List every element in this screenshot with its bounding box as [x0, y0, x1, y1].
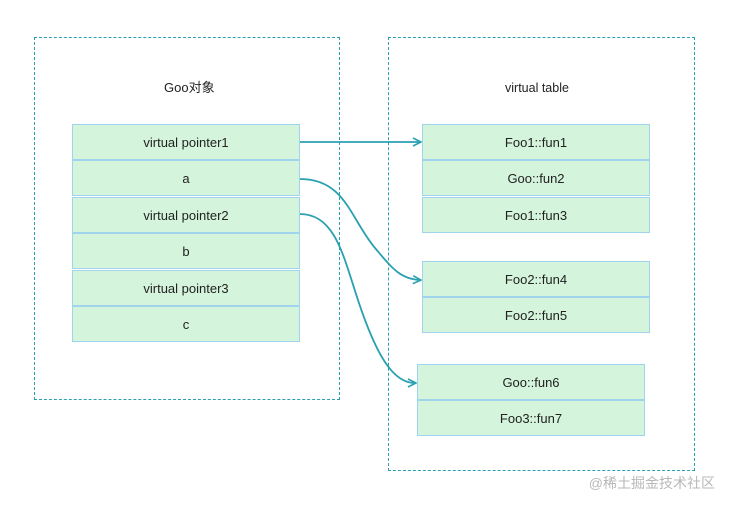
object-field-vpointer3: virtual pointer3 [72, 270, 300, 306]
object-field-stack: virtual pointer1 a virtual pointer2 b vi… [72, 124, 300, 343]
vtable-3: Goo::fun6 Foo3::fun7 [417, 364, 645, 437]
object-field-b: b [72, 233, 300, 269]
watermark: @稀土掘金技术社区 [588, 475, 715, 491]
vtable-entry: Foo1::fun1 [422, 124, 650, 160]
vtable-title: virtual table [505, 81, 569, 95]
vtable-frame [388, 37, 695, 471]
object-field-vpointer2: virtual pointer2 [72, 197, 300, 233]
vtable-entry: Goo::fun6 [417, 364, 645, 400]
vtable-entry: Foo2::fun5 [422, 297, 650, 333]
object-field-c: c [72, 306, 300, 342]
object-title: Goo对象 [164, 80, 215, 95]
pointer-arrow-vpointer2 [299, 213, 415, 383]
vtable-entry: Foo1::fun3 [422, 197, 650, 233]
pointer-arrow-a [299, 178, 420, 280]
vtable-1: Foo1::fun1 Goo::fun2 Foo1::fun3 [422, 124, 650, 233]
vtable-2: Foo2::fun4 Foo2::fun5 [422, 261, 650, 334]
vtable-entry: Foo3::fun7 [417, 400, 645, 436]
vtable-entry: Foo2::fun4 [422, 261, 650, 297]
object-frame [34, 37, 340, 400]
vtable-entry: Goo::fun2 [422, 160, 650, 196]
object-field-a: a [72, 160, 300, 196]
object-field-vpointer1: virtual pointer1 [72, 124, 300, 160]
